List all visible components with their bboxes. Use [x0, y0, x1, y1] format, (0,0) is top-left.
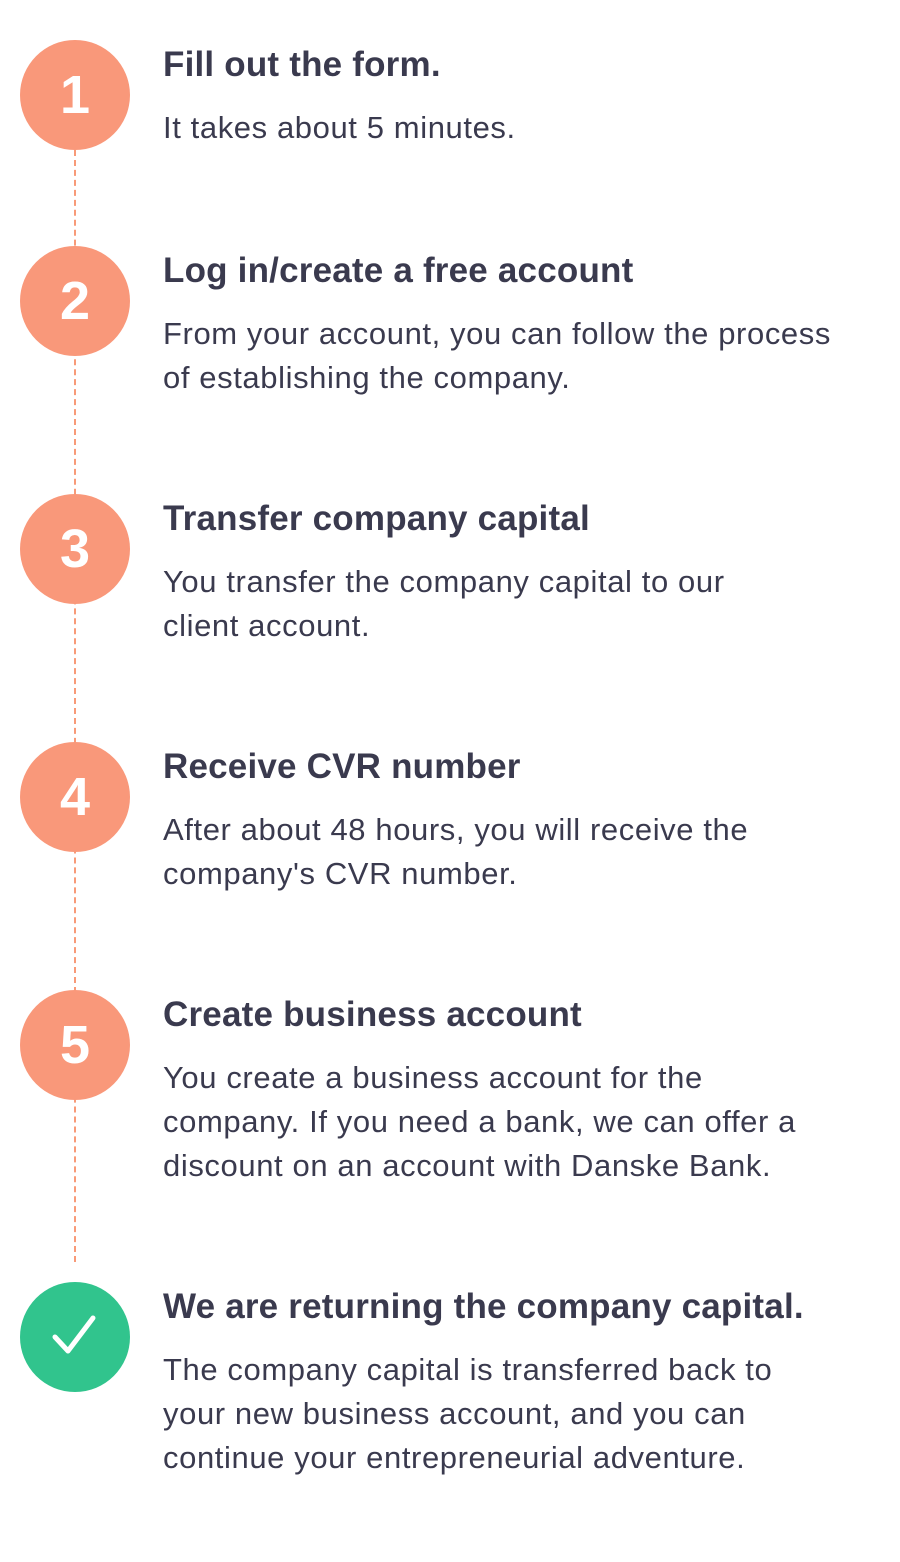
desc-line: The company capital is transferred back … — [163, 1352, 773, 1387]
desc-line: client account. — [163, 608, 371, 643]
desc-line: your new business account, and you can — [163, 1396, 746, 1431]
completed-badge — [20, 1282, 130, 1392]
desc-line: You create a business account for the — [163, 1060, 703, 1095]
step-title: We are returning the company capital. — [163, 1287, 804, 1326]
step-description: After about 48 hours, you will receive t… — [163, 808, 893, 896]
desc-line: From your account, you can follow the pr… — [163, 316, 831, 351]
step-description: You transfer the company capital to our c… — [163, 560, 893, 648]
desc-line: You transfer the company capital to our — [163, 564, 725, 599]
step-number-badge: 4 — [20, 742, 130, 852]
step-title: Create business account — [163, 995, 582, 1034]
step-description: From your account, you can follow the pr… — [163, 312, 893, 400]
desc-line: It takes about 5 minutes. — [163, 110, 516, 145]
desc-line: company's CVR number. — [163, 856, 518, 891]
step-description: You create a business account for the com… — [163, 1056, 893, 1188]
step-number-badge: 2 — [20, 246, 130, 356]
desc-line: of establishing the company. — [163, 360, 571, 395]
step-description: It takes about 5 minutes. — [163, 106, 893, 150]
step-title: Log in/create a free account — [163, 251, 634, 290]
step-number-badge: 5 — [20, 990, 130, 1100]
desc-line: discount on an account with Danske Bank. — [163, 1148, 772, 1183]
check-icon — [52, 1315, 96, 1354]
timeline-connector — [74, 150, 76, 1262]
desc-line: continue your entrepreneurial adventure. — [163, 1440, 746, 1475]
step-title: Transfer company capital — [163, 499, 590, 538]
step-number-badge: 1 — [20, 40, 130, 150]
step-description: The company capital is transferred back … — [163, 1348, 893, 1480]
desc-line: After about 48 hours, you will receive t… — [163, 812, 749, 847]
step-number-badge: 3 — [20, 494, 130, 604]
step-title: Receive CVR number — [163, 747, 521, 786]
step-title: Fill out the form. — [163, 45, 441, 84]
desc-line: company. If you need a bank, we can offe… — [163, 1104, 796, 1139]
